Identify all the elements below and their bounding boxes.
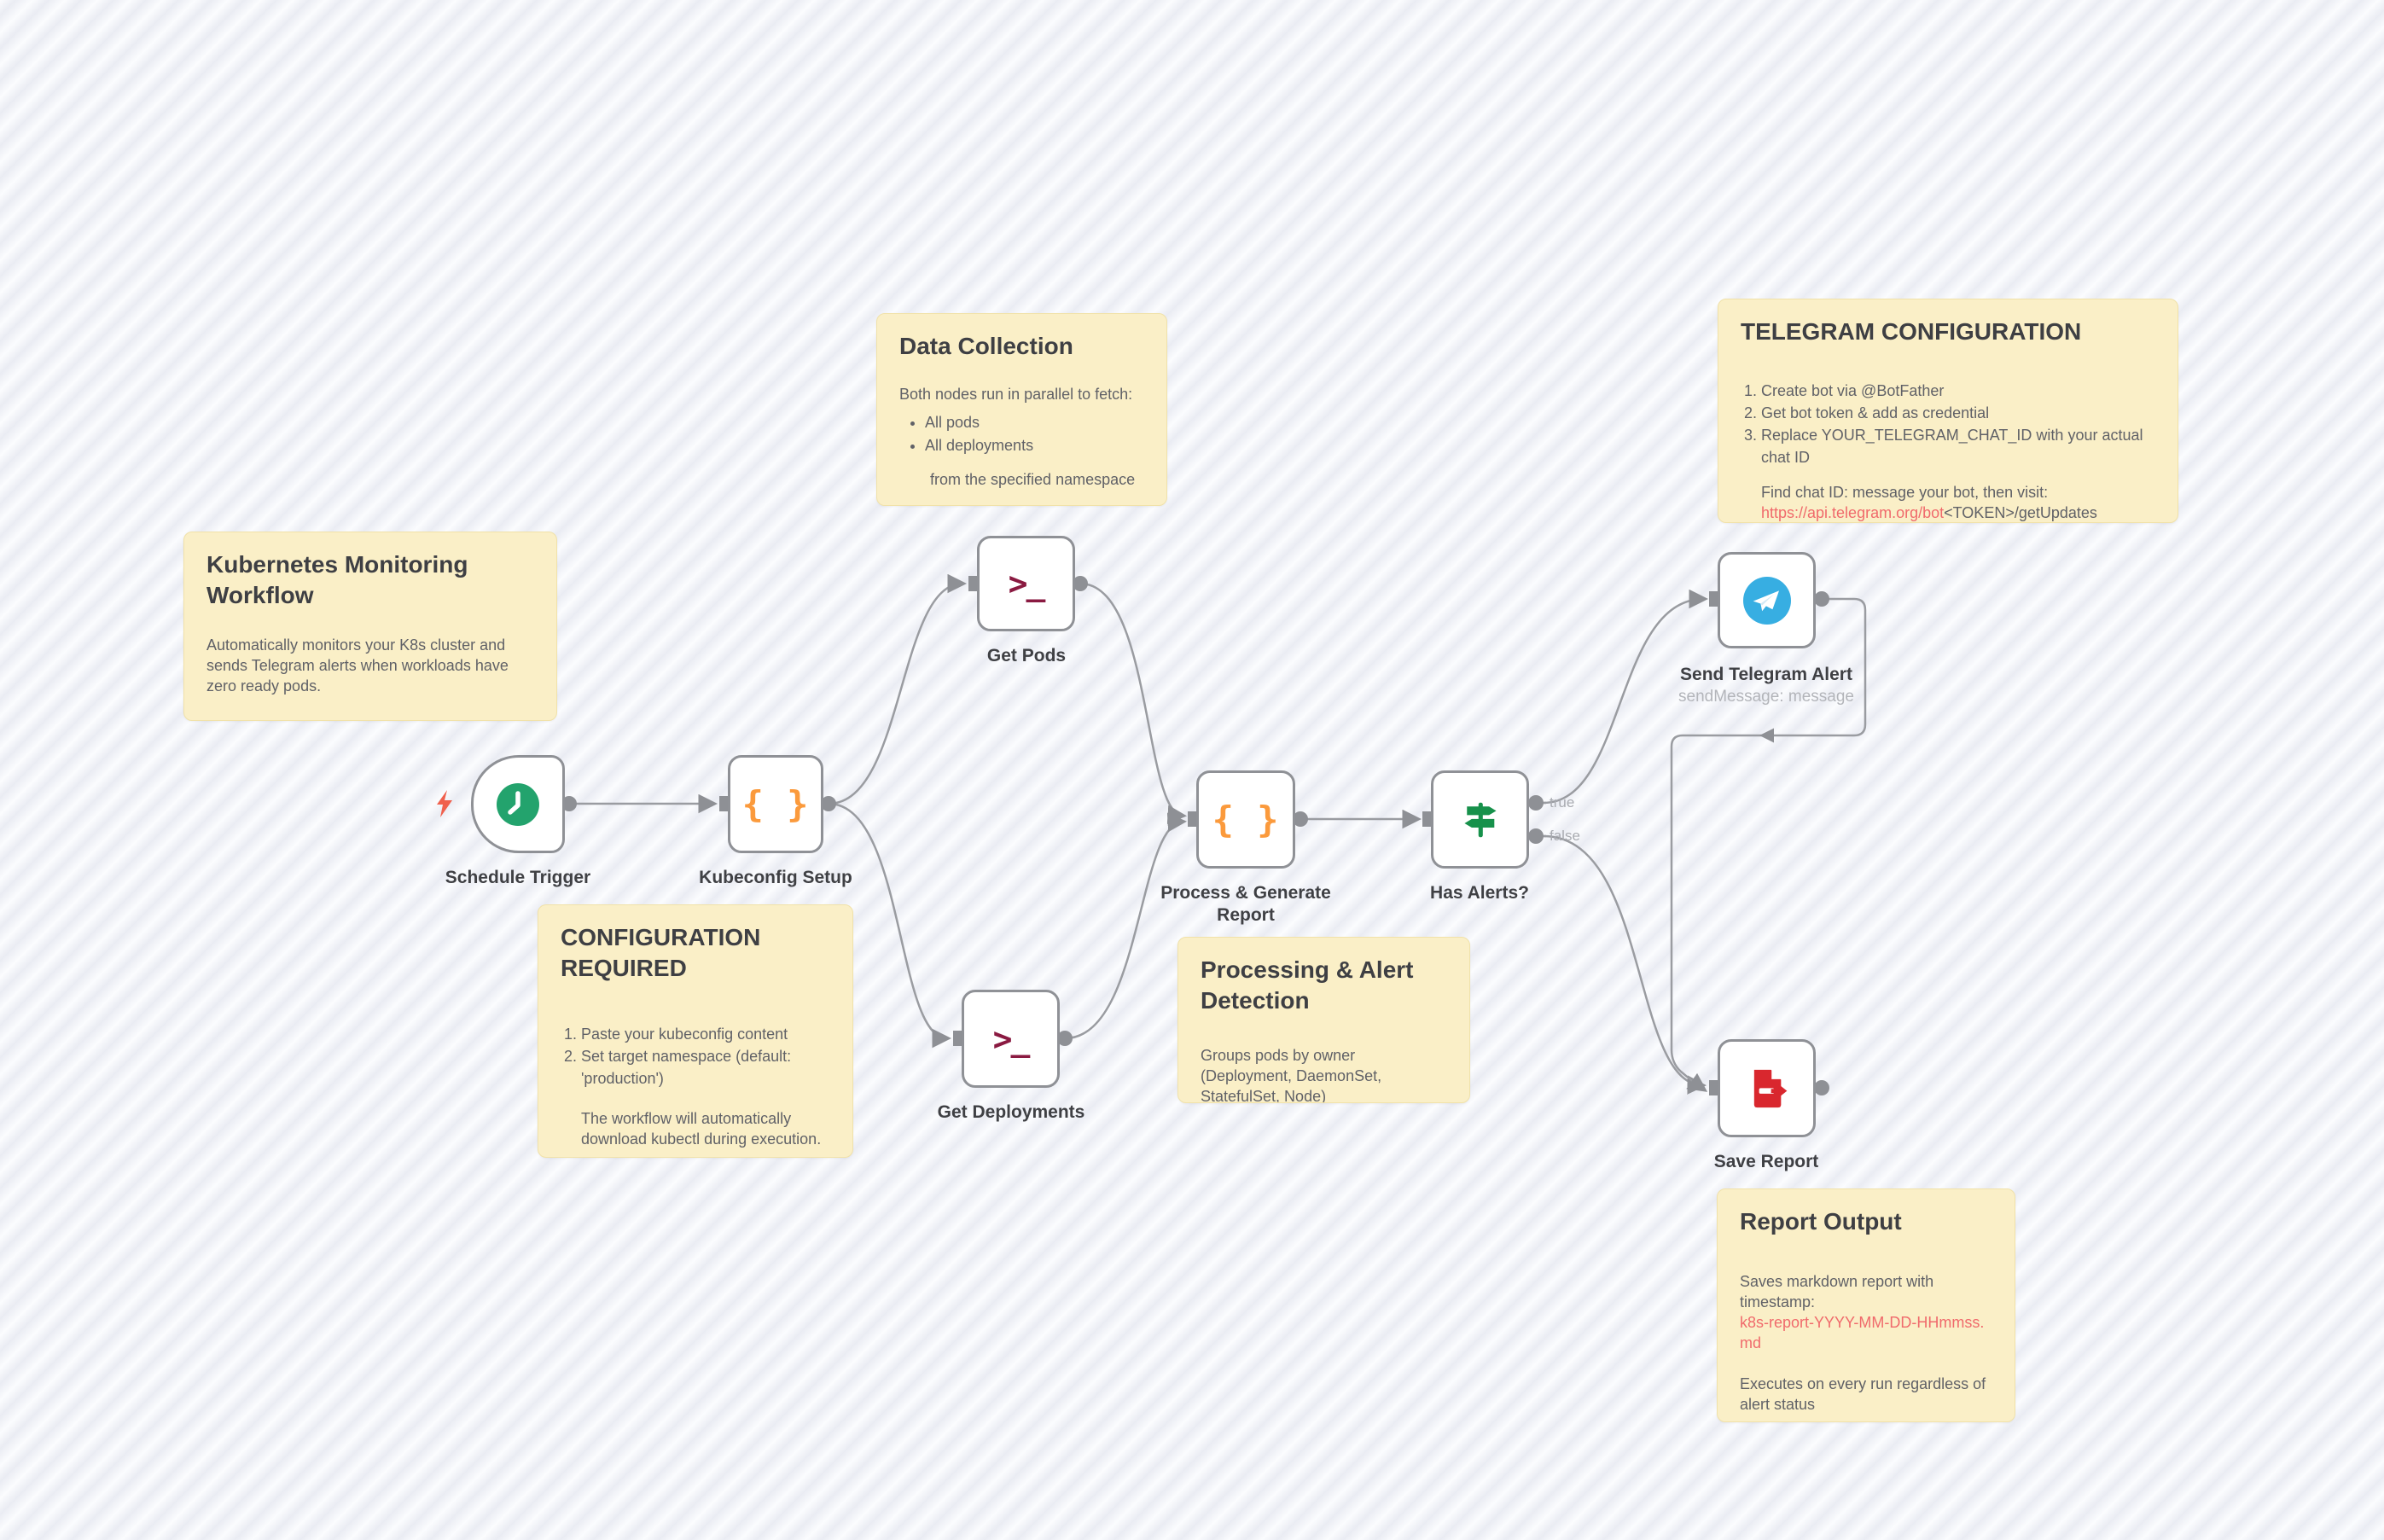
- sticky-note-telegram-configuration[interactable]: TELEGRAM CONFIGURATION Create bot via @B…: [1718, 299, 2178, 523]
- connection-get-deployments-to-process[interactable]: [1064, 812, 1187, 1040]
- connection-kubeconfig-to-get-deployments[interactable]: [828, 802, 951, 1049]
- node-get-pods[interactable]: >_: [977, 536, 1075, 631]
- connection-kubeconfig-to-get-pods[interactable]: [828, 573, 967, 805]
- sticky-outro: The workflow will automatically download…: [581, 1110, 822, 1148]
- get-pods-output-port[interactable]: [1073, 576, 1088, 591]
- bullet-item: All deployments: [925, 434, 1144, 457]
- kubeconfig-input-port[interactable]: [719, 796, 728, 811]
- has-alerts-input-port[interactable]: [1422, 811, 1431, 827]
- node-save-report[interactable]: [1718, 1039, 1816, 1137]
- find-chat-id-block: Find chat ID: message your bot, then vis…: [1761, 482, 2155, 522]
- step-item: Paste your kubeconfig content: [581, 1023, 830, 1045]
- terminal-icon: >_: [1008, 565, 1046, 602]
- find-chat-id-text: Find chat ID: message your bot, then vis…: [1761, 484, 2049, 501]
- telegram-api-link[interactable]: https://api.telegram.org/bot: [1761, 504, 1945, 521]
- has-alerts-false-output-port[interactable]: [1528, 828, 1544, 844]
- sticky-body: Groups pods by owner (Deployment, Daemon…: [1201, 1047, 1382, 1103]
- sticky-body: Executes on every run regardless of aler…: [1740, 1375, 1986, 1413]
- sticky-title: Data Collection: [899, 333, 1073, 359]
- node-label-schedule-trigger: Schedule Trigger: [445, 868, 591, 887]
- node-label-save-report: Save Report: [1713, 1152, 1819, 1171]
- node-kubeconfig-setup[interactable]: { }: [728, 755, 823, 853]
- node-label-get-deployments: Get Deployments: [937, 1102, 1085, 1122]
- node-process-generate-report[interactable]: { }: [1196, 770, 1295, 869]
- node-send-telegram-alert[interactable]: [1718, 552, 1816, 648]
- node-label-has-alerts: Has Alerts?: [1430, 883, 1529, 903]
- has-alerts-true-output-port[interactable]: [1528, 795, 1544, 811]
- process-output-port[interactable]: [1293, 811, 1308, 827]
- code-braces-icon: { }: [1212, 799, 1280, 840]
- sticky-title: Processing & Alert Detection: [1201, 956, 1414, 1014]
- kubeconfig-output-port[interactable]: [821, 796, 836, 811]
- step-item: Replace YOUR_TELEGRAM_CHAT_ID with your …: [1761, 424, 2155, 468]
- get-deployments-input-port[interactable]: [953, 1031, 962, 1046]
- telegram-icon: [1742, 576, 1791, 625]
- loop-direction-arrow-icon: [1759, 728, 1774, 743]
- save-report-input-port[interactable]: [1709, 1080, 1718, 1095]
- schedule-output-port[interactable]: [561, 796, 577, 811]
- node-label-get-pods: Get Pods: [986, 646, 1067, 665]
- output-label-false: false: [1550, 828, 1580, 844]
- connection-has-alerts-true-to-telegram[interactable]: [1543, 589, 1708, 805]
- node-get-deployments[interactable]: >_: [962, 990, 1060, 1088]
- sticky-note-workflow-overview[interactable]: Kubernetes Monitoring Workflow Automatic…: [183, 532, 557, 721]
- trigger-bolt-icon: [437, 790, 452, 817]
- step-item: Set target namespace (default: 'producti…: [581, 1045, 830, 1090]
- connection-get-pods-to-process[interactable]: [1079, 582, 1187, 824]
- node-has-alerts[interactable]: [1431, 770, 1529, 869]
- sticky-bullet-list: All pods All deployments: [899, 411, 1144, 457]
- sticky-body: Saves markdown report with timestamp:: [1740, 1273, 1934, 1310]
- save-report-output-port[interactable]: [1814, 1080, 1829, 1095]
- connection-telegram-to-save-report[interactable]: [1670, 597, 1867, 1092]
- signpost-icon: [1463, 802, 1497, 837]
- file-export-icon: [1753, 1068, 1787, 1107]
- sticky-note-report-output[interactable]: Report Output Saves markdown report with…: [1717, 1188, 2015, 1422]
- bullet-item: All pods: [925, 411, 1144, 434]
- clock-icon: [497, 782, 539, 826]
- get-deployments-output-port[interactable]: [1057, 1031, 1073, 1046]
- sticky-step-list: Paste your kubeconfig content Set target…: [561, 1023, 830, 1090]
- telegram-api-link-suffix: <TOKEN>/getUpdates: [1944, 504, 2097, 521]
- node-label-process-generate-report: Process & Generate Report: [1160, 883, 1331, 925]
- code-braces-icon: { }: [741, 783, 810, 825]
- node-subtitle-send-telegram-alert: sendMessage: message: [1678, 688, 1854, 706]
- node-label-send-telegram-alert: Send Telegram Alert: [1680, 665, 1852, 684]
- node-schedule-trigger[interactable]: [471, 755, 565, 853]
- connection-has-alerts-false-to-save-report[interactable]: [1543, 834, 1707, 1095]
- step-item: Create bot via @BotFather: [1761, 380, 2155, 402]
- node-label-kubeconfig-setup: Kubeconfig Setup: [699, 868, 852, 887]
- sticky-intro: Both nodes run in parallel to fetch:: [899, 386, 1133, 403]
- sticky-title: Kubernetes Monitoring Workflow: [206, 551, 468, 608]
- sticky-body: Automatically monitors your K8s cluster …: [206, 636, 509, 694]
- output-label-true: true: [1550, 794, 1575, 811]
- telegram-input-port[interactable]: [1709, 591, 1718, 607]
- report-filename: k8s-report-YYYY-MM-DD-HHmmss.md: [1740, 1314, 1985, 1351]
- sticky-step-list: Create bot via @BotFather Get bot token …: [1741, 380, 2155, 468]
- sticky-outro: from the specified namespace: [930, 471, 1136, 488]
- sticky-note-configuration-required[interactable]: CONFIGURATION REQUIRED Paste your kubeco…: [538, 904, 853, 1158]
- sticky-title: CONFIGURATION REQUIRED: [561, 924, 761, 981]
- sticky-title: Report Output: [1740, 1208, 1902, 1235]
- terminal-icon: >_: [992, 1020, 1031, 1058]
- sticky-title: TELEGRAM CONFIGURATION: [1741, 318, 2082, 345]
- sticky-note-data-collection[interactable]: Data Collection Both nodes run in parall…: [876, 313, 1167, 506]
- process-input-port[interactable]: [1188, 811, 1196, 827]
- telegram-output-port[interactable]: [1814, 591, 1829, 607]
- step-item: Get bot token & add as credential: [1761, 402, 2155, 424]
- get-pods-input-port[interactable]: [968, 576, 977, 591]
- sticky-note-processing-alert-detection[interactable]: Processing & Alert Detection Groups pods…: [1177, 937, 1470, 1103]
